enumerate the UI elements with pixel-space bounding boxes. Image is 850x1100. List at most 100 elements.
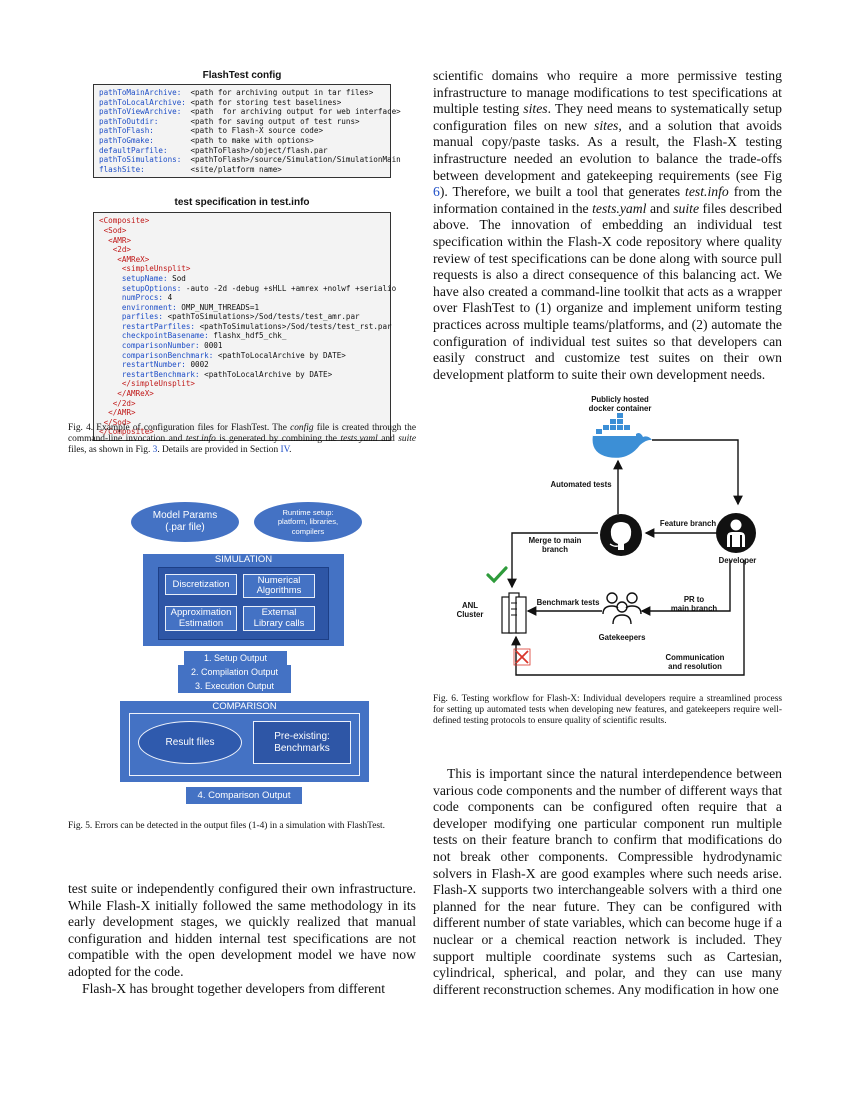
merge-label: Merge to main branch [528,536,582,554]
config-title: FlashTest config [202,70,282,81]
spec-line: </AMR> [99,408,385,418]
config-key: pathToMainArchive: [99,88,191,97]
spec-line: comparisonBenchmark: <pathToLocalArchive… [99,351,385,361]
spec-value: 0001 [199,341,223,351]
gatekeepers-icon [602,592,642,625]
spec-line: </Sod> [99,418,385,428]
right-para-1: This is important since the natural inte… [433,766,782,997]
spec-line: </simpleUnsplit> [99,379,385,389]
spec-line: <AMReX> [99,255,385,265]
spec-line: <Composite> [99,216,385,226]
config-line: pathToOutdir: <path for saving output of… [99,117,385,127]
fig6-caption: Fig. 6. Testing workflow for Flash-X: In… [433,694,782,727]
spec-tag: </AMReX> [117,389,154,399]
spec-key: comparisonBenchmark: [121,350,214,360]
workflow-diagram [486,413,756,676]
fig6-link[interactable]: 6 [433,184,440,200]
pr-label: PR to main branch [670,595,718,613]
spec-value: <pathToSimulations>/Sod/tests/test_rst.p… [195,321,392,331]
preexisting-cell: Pre-existing: Benchmarks [253,721,351,764]
spec-value: <pathToLocalArchive by DATE> [199,369,333,379]
spec-value: -auto -2d -debug +sHLL +amrex +nolwf +se… [181,283,397,293]
config-value: <path to Flash-X source code> [190,126,324,136]
simulation-label: SIMULATION [214,554,273,565]
external-cell: External Library calls [243,606,315,631]
spec-line: <AMR> [99,236,385,246]
config-value: <path for storing test baselines> [190,97,342,107]
config-key: pathToGmake: [99,135,191,145]
left-para-1: test suite or independently configured t… [68,881,416,979]
spec-line: </2d> [99,399,385,409]
section-iv-link[interactable]: IV [280,445,290,456]
spec-line: <simpleUnsplit> [99,264,385,274]
config-line: flashSite: <site/platform name> [99,165,385,175]
spec-value: OMP_NUM_THREADS=1 [176,302,260,312]
spec-line: setupName: Sod [99,274,385,284]
spec-key: parfiles: [121,312,164,322]
config-value: <path for saving output of test runs> [190,116,360,126]
developer-icon [716,513,756,553]
docker-icon [592,413,652,458]
spec-key: restartNumber: [121,360,186,370]
github-icon [600,514,642,556]
spec-value: Sod [167,273,186,283]
spec-tag: </AMR> [108,408,136,418]
config-value: <path for archiving output for web inter… [190,107,401,117]
config-line: pathToGmake: <path to make with options> [99,136,385,146]
config-value: <path to make with options> [190,135,314,145]
spec-line: restartNumber: 0002 [99,360,385,370]
output-2: 2. Compilation Output [178,665,291,679]
developer-label: Developer [718,556,757,565]
left-body: test suite or independently configured t… [68,881,416,997]
figure-5: Model Params (.par file) Runtime setup: … [120,500,370,810]
comparison-box: COMPARISON Result files Pre-existing: Be… [120,701,369,782]
discretization-cell: Discretization [165,574,237,595]
check-icon [486,566,508,584]
spec-line: restartBenchmark: <pathToLocalArchive by… [99,370,385,380]
spec-tag: <AMReX> [117,254,150,264]
approximation-cell: Approximation Estimation [165,606,237,631]
spec-tag: </2d> [112,398,136,408]
x-icon [513,648,531,666]
spec-key: setupName: [121,273,168,283]
right-para-top: scientific domains who require a more pe… [433,68,783,382]
spec-line: </Composite> [99,427,385,437]
spec-key: comparisonNumber: [121,341,200,351]
fig4-caption: Fig. 4. Example of configuration files f… [68,423,417,456]
docker-label: Publicly hosted docker container [588,395,652,413]
config-code-box: pathToMainArchive: <path for archiving o… [93,84,401,179]
spec-tag: <Composite> [99,216,150,226]
config-value: <site/platform name> [190,164,282,174]
config-line: pathToMainArchive: <path for archiving o… [99,88,385,98]
spec-key: numProcs: [121,293,164,303]
feature-branch-label: Feature branch [659,519,717,528]
config-value: <path for archiving output in tar files> [190,88,374,97]
runtime-setup-ellipse: Runtime setup: platform, libraries, comp… [254,502,362,542]
spec-tag: </Composite> [99,427,154,437]
config-line: pathToViewArchive: <path for archiving o… [99,107,401,117]
spec-value: <pathToSimulations>/Sod/tests/test_amr.p… [163,312,360,322]
spec-value: 0002 [185,360,209,370]
fig3-link[interactable]: 3 [152,445,158,456]
spec-line: restartParfiles: <pathToSimulations>/Sod… [99,322,392,332]
config-line: pathToSimulations: <pathToFlash>/source/… [99,155,401,165]
config-key: defaultParfile: [99,145,191,155]
fig5-caption: Fig. 5. Errors can be detected in the ou… [68,821,385,831]
spec-key: environment: [121,302,177,312]
config-key: pathToFlash: [99,126,191,136]
spec-tag: </simpleUnsplit> [121,379,196,389]
config-key: pathToViewArchive: [99,107,191,117]
spec-code-box: <Composite> <Sod> <AMR> <2d> <AMReX> <si… [93,212,396,441]
spec-line: <2d> [99,245,385,255]
config-value: <pathToFlash>/source/Simulation/Simulati… [190,155,401,165]
spec-value: <pathToLocalArchive by DATE> [213,350,346,360]
spec-line: environment: OMP_NUM_THREADS=1 [99,303,385,313]
right-body: This is important since the natural inte… [433,766,782,998]
result-files-ellipse: Result files [138,721,242,764]
config-key: pathToLocalArchive: [99,97,191,107]
spec-line: numProcs: 4 [99,293,385,303]
config-line: defaultParfile: <pathToFlash>/object/fla… [99,146,385,156]
spec-line: </AMReX> [99,389,385,399]
output-1: 1. Setup Output [184,651,287,665]
anl-label: ANL Cluster [456,601,484,619]
